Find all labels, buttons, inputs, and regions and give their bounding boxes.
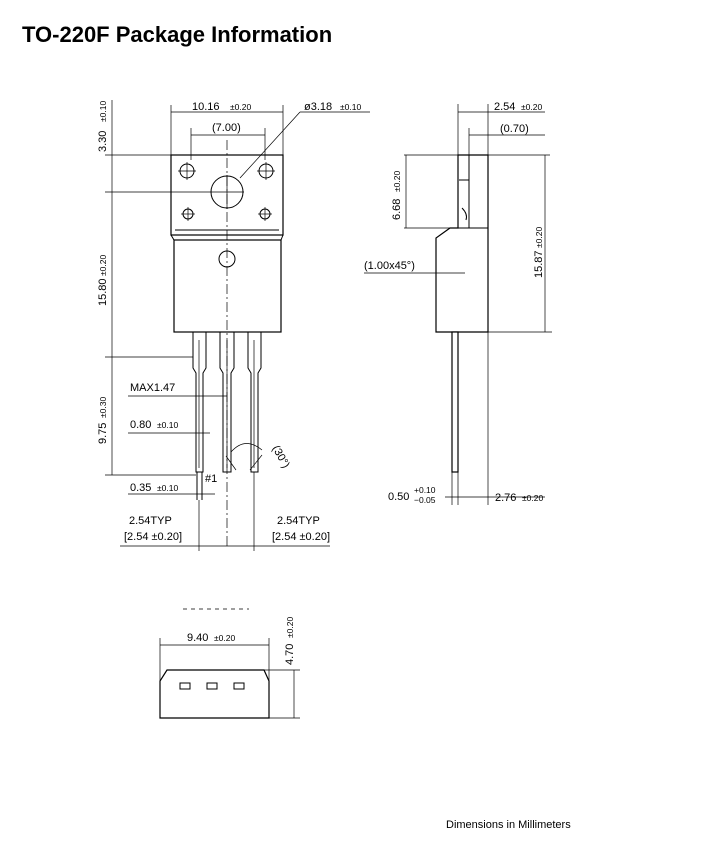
lead-length-tol: ±0.30 xyxy=(98,397,108,418)
overall-height-label: 15.87 xyxy=(533,250,545,278)
front-view xyxy=(105,100,370,551)
base-depth-tol: ±0.20 xyxy=(522,493,543,503)
bottom-view xyxy=(159,608,300,719)
upper-height-label: 6.68 xyxy=(391,199,403,220)
side-lead-thickness-label: 0.50 xyxy=(388,491,409,503)
hole-diameter-tol: ±0.10 xyxy=(340,102,361,112)
lead-2 xyxy=(219,332,235,473)
inner-width-label: (7.00) xyxy=(212,122,241,134)
package-body xyxy=(173,239,282,333)
pitch-right-typ: 2.54TYP xyxy=(277,515,320,527)
side-top-width-label: 2.54 xyxy=(494,101,515,113)
lead-thickness-label: 0.35 xyxy=(130,482,151,494)
side-profile xyxy=(435,154,489,333)
hole-diameter-label: ø3.18 xyxy=(304,101,332,113)
lead-thickness-tol: ±0.10 xyxy=(157,483,178,493)
side-step-label: (0.70) xyxy=(500,123,529,135)
side-view xyxy=(364,104,552,505)
bottom-width-tol: ±0.20 xyxy=(214,633,235,643)
max-shoulder-label: MAX1.47 xyxy=(130,382,175,394)
overall-width-tol: ±0.20 xyxy=(230,102,251,112)
side-lead-tol-plus: +0.10 xyxy=(414,485,436,495)
bottom-width-label: 9.40 xyxy=(187,632,208,644)
side-lead-tol-minus: −0.05 xyxy=(414,495,436,505)
pitch-left-range: [2.54 ±0.20] xyxy=(124,531,182,543)
lead-width-label: 0.80 xyxy=(130,419,151,431)
base-depth-label: 2.76 xyxy=(495,492,516,504)
bottom-height-label: 4.70 xyxy=(284,644,296,665)
chamfer-label: (1.00x45°) xyxy=(364,260,415,272)
lead-3 xyxy=(247,332,262,473)
upper-height-tol: ±0.20 xyxy=(392,171,402,192)
body-height-tol: ±0.20 xyxy=(98,255,108,276)
lead-length-label: 9.75 xyxy=(97,423,109,444)
side-lead xyxy=(451,331,459,473)
bend-angle-label: (30°) xyxy=(269,444,291,471)
body-height-label: 15.80 xyxy=(97,278,109,306)
bottom-outline xyxy=(159,669,270,719)
lead-width-tol: ±0.10 xyxy=(157,420,178,430)
overall-width-label: 10.16 xyxy=(192,101,220,113)
side-top-width-tol: ±0.20 xyxy=(521,102,542,112)
page-title: TO-220F Package Information xyxy=(22,22,333,47)
bottom-height-tol: ±0.20 xyxy=(285,617,295,638)
overall-height-tol: ±0.20 xyxy=(534,227,544,248)
pitch-left-typ: 2.54TYP xyxy=(129,515,172,527)
tab-top-label: 3.30 xyxy=(97,131,109,152)
tab-top-tol: ±0.10 xyxy=(98,101,108,122)
pitch-right-range: [2.54 ±0.20] xyxy=(272,531,330,543)
pin-one-label: #1 xyxy=(205,473,217,485)
units-note: Dimensions in Millimeters xyxy=(446,819,571,831)
lead-1 xyxy=(192,332,207,473)
